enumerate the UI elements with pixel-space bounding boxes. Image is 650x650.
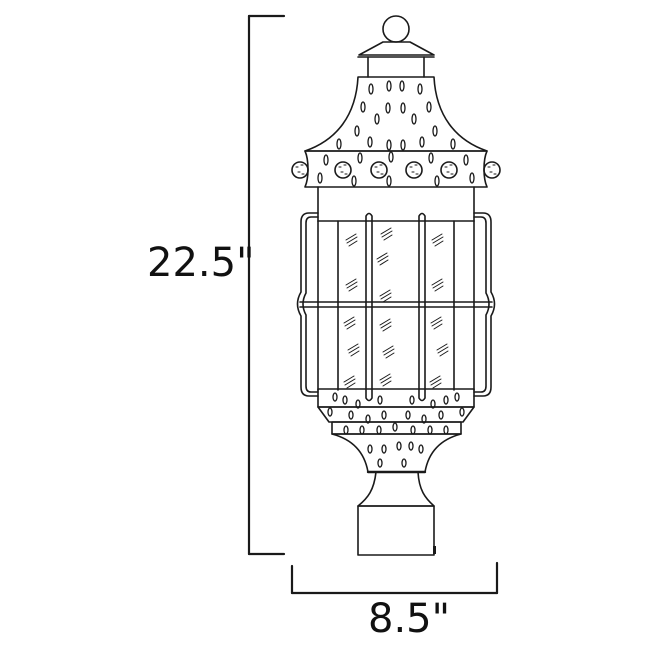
hammered-texture-bottom [327, 392, 465, 468]
glass-mark [436, 343, 449, 357]
glass-mark [379, 318, 392, 332]
width-dimension-label: 8.5" [368, 596, 451, 642]
glass-mark [379, 373, 392, 387]
glass-mark [376, 252, 389, 266]
glass-mark [431, 233, 444, 247]
glass-cage [296, 186, 496, 402]
glass-mark [429, 375, 442, 389]
finial [357, 15, 435, 78]
seeded-glass-marks [343, 227, 449, 389]
glass-mark [343, 375, 356, 389]
jewel-ornaments [291, 161, 501, 179]
glass-mark [379, 289, 392, 303]
glass-mark [343, 316, 356, 330]
hood [304, 76, 488, 152]
height-dimension-line [247, 14, 286, 556]
height-dimension-label: 22.5" [147, 240, 255, 286]
lower-collar [317, 388, 475, 474]
post-fitter [357, 471, 436, 556]
glass-mark [347, 343, 360, 357]
glass-mark [345, 278, 358, 292]
glass-mark [382, 345, 395, 359]
jeweled-band [304, 150, 488, 188]
hammered-texture-top [317, 80, 475, 187]
glass-mark [345, 233, 358, 247]
glass-mark [431, 278, 444, 292]
glass-mark [380, 227, 393, 241]
glass-mark [430, 316, 443, 330]
width-dimension-line [290, 561, 499, 595]
